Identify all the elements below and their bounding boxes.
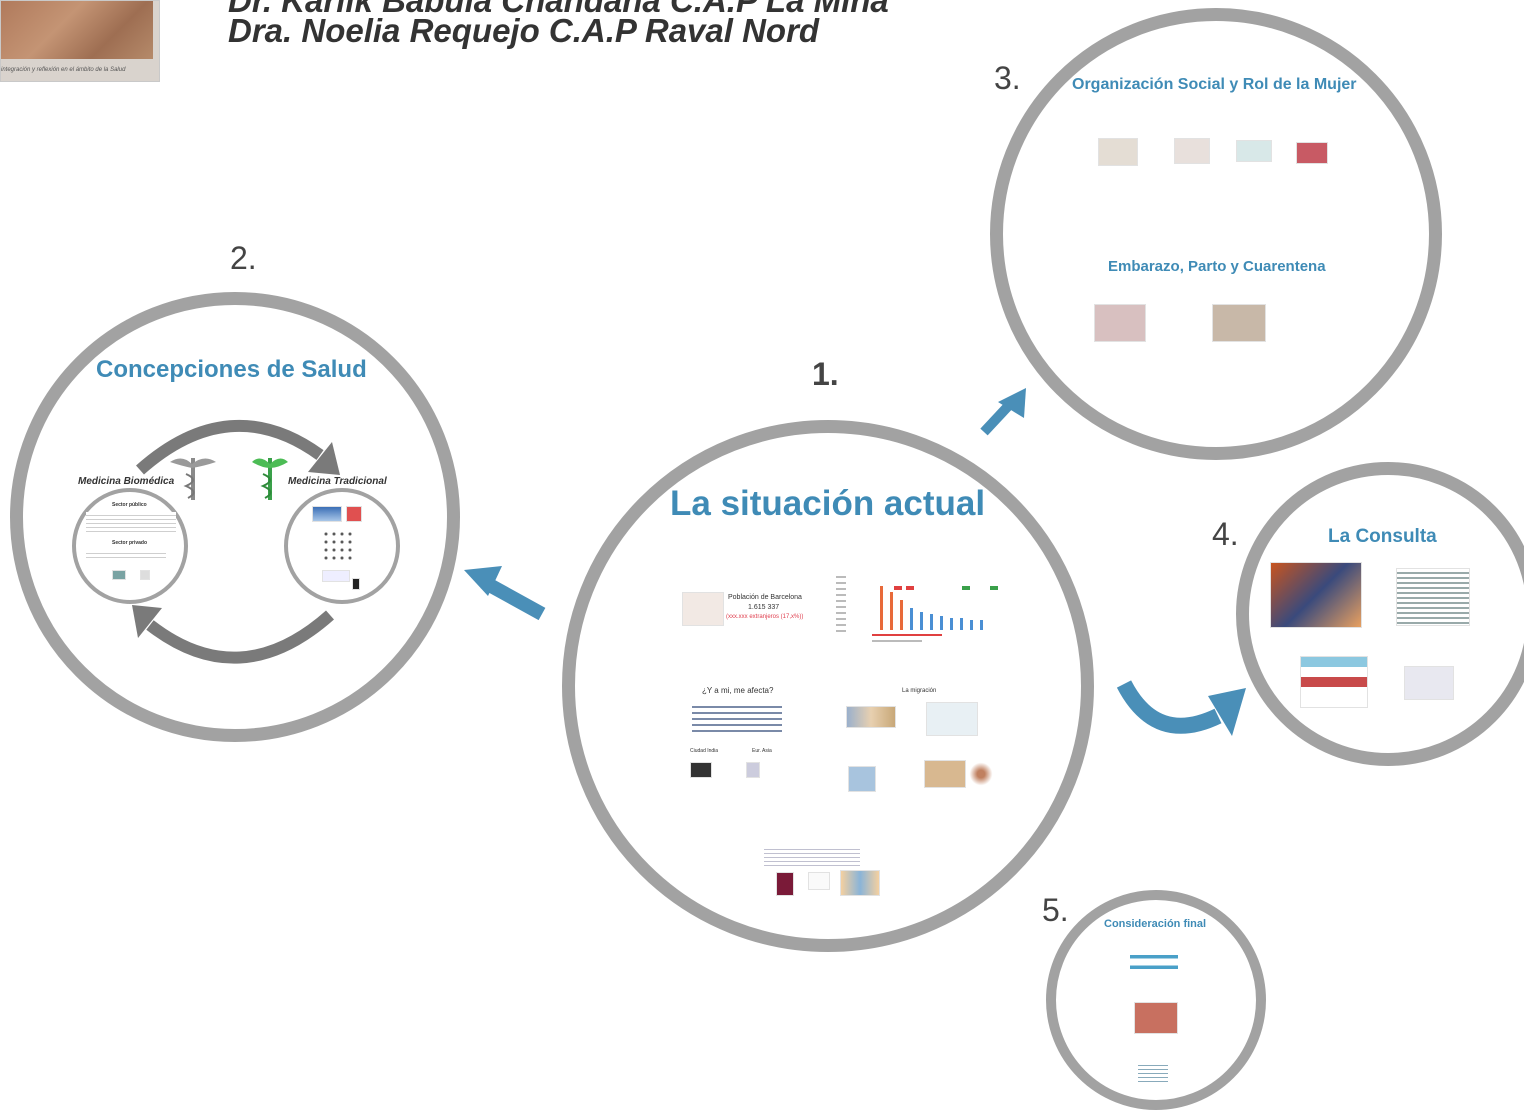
label-medicina-biomedica: Medicina Biomédica: [78, 476, 175, 487]
statistics-chart-thumb: [834, 572, 1010, 648]
s3-thumb-5: [1094, 304, 1146, 342]
s3-thumb-2: [1174, 138, 1210, 164]
photo-image: [1, 1, 153, 59]
figures-thumb: [840, 870, 880, 896]
public-sector-text: [86, 512, 176, 534]
s3-thumb-1: [1098, 138, 1138, 166]
s3-thumb-6: [1212, 304, 1266, 342]
traditional-thumb-2: [346, 506, 362, 522]
column-b-label: Eur. Asia: [752, 748, 772, 754]
traditional-thumb-1: [312, 506, 342, 522]
section-number-3: 3.: [994, 60, 1021, 96]
s3-thumb-3: [1236, 140, 1272, 162]
traditional-thumb-4: [352, 578, 360, 590]
s5-thumb-2: [1134, 1002, 1178, 1034]
biomedical-subcircle[interactable]: [72, 488, 188, 604]
migration-thumb-2: [926, 702, 978, 736]
migration-thumb-1: [846, 706, 896, 728]
green-caduceus-icon: [252, 458, 288, 500]
question-text: ¿Y a mi, me afecta?: [702, 686, 774, 695]
section-subtitle-3: Embarazo, Parto y Cuarentena: [1108, 258, 1326, 275]
barcelona-map-thumb: [682, 592, 724, 626]
biomedical-thumb-1: [112, 570, 126, 580]
migration-label: La migración: [902, 688, 937, 694]
author-line-2: Dra. Noelia Requejo C.A.P Raval Nord: [228, 12, 820, 49]
section-title-3: Organización Social y Rol de la Mujer: [1072, 76, 1357, 93]
photo-thumb-tree: [968, 760, 994, 788]
foreigners-value: (xxx.xxx extranjeros (17,x%)): [726, 614, 804, 620]
arrow-to-section-2-icon: [464, 566, 546, 621]
arrow-to-section-4-icon: [1116, 680, 1246, 736]
biomedical-thumb-2: [140, 570, 150, 580]
s4-thumb-1: [1270, 562, 1362, 628]
islam-text-thumb: [764, 846, 860, 866]
section-title-5: Consideración final: [1104, 918, 1207, 930]
caduceus-icon: [170, 458, 216, 500]
section-title-4: La Consulta: [1328, 526, 1437, 547]
header-photo: integración y reflexión en el ámbito de …: [0, 0, 160, 82]
section-number-2: 2.: [230, 240, 257, 276]
traditional-diagram: [322, 530, 356, 560]
section-number-1: 1.: [812, 356, 839, 392]
question-table-thumb: [692, 702, 782, 736]
photo-thumb-map: [924, 760, 966, 788]
doc-thumb: [808, 872, 830, 890]
s4-thumb-4: [1404, 666, 1454, 700]
section-title-2: Concepciones de Salud: [96, 356, 367, 383]
population-label: Población de Barcelona: [728, 594, 802, 601]
private-sector-text: [86, 550, 166, 560]
s4-thumb-3: [1300, 656, 1368, 708]
s5-thumb-1: [1130, 944, 1178, 980]
section-number-5: 5.: [1042, 892, 1069, 928]
s4-thumb-2: [1396, 568, 1470, 626]
public-sector-label: Sector público: [112, 502, 147, 508]
label-medicina-tradicional: Medicina Tradicional: [288, 476, 387, 487]
private-sector-label: Sector privado: [112, 540, 148, 546]
cycle-arrows: [132, 419, 340, 664]
traditional-thumb-3: [322, 570, 350, 582]
photo-caption: integración y reflexión en el ámbito de …: [1, 67, 126, 73]
population-value: 1.615 337: [748, 604, 780, 611]
book-thumb: [776, 872, 794, 896]
column-a-label: Ciudad India: [690, 748, 719, 754]
bar-thumb-1: [690, 762, 712, 778]
photo-thumb-blue: [848, 766, 876, 792]
arrow-to-section-3-icon: [980, 388, 1026, 436]
author-line-1: Dr. Karlik Babula Chandana C.A.P La Mina: [228, 0, 889, 19]
section-number-4: 4.: [1212, 516, 1239, 552]
s3-thumb-4: [1296, 142, 1328, 164]
s5-thumb-3: [1138, 1062, 1168, 1082]
bar-thumb-2: [746, 762, 760, 778]
traditional-subcircle[interactable]: [284, 488, 400, 604]
section-title-1: La situación actual: [670, 484, 986, 523]
